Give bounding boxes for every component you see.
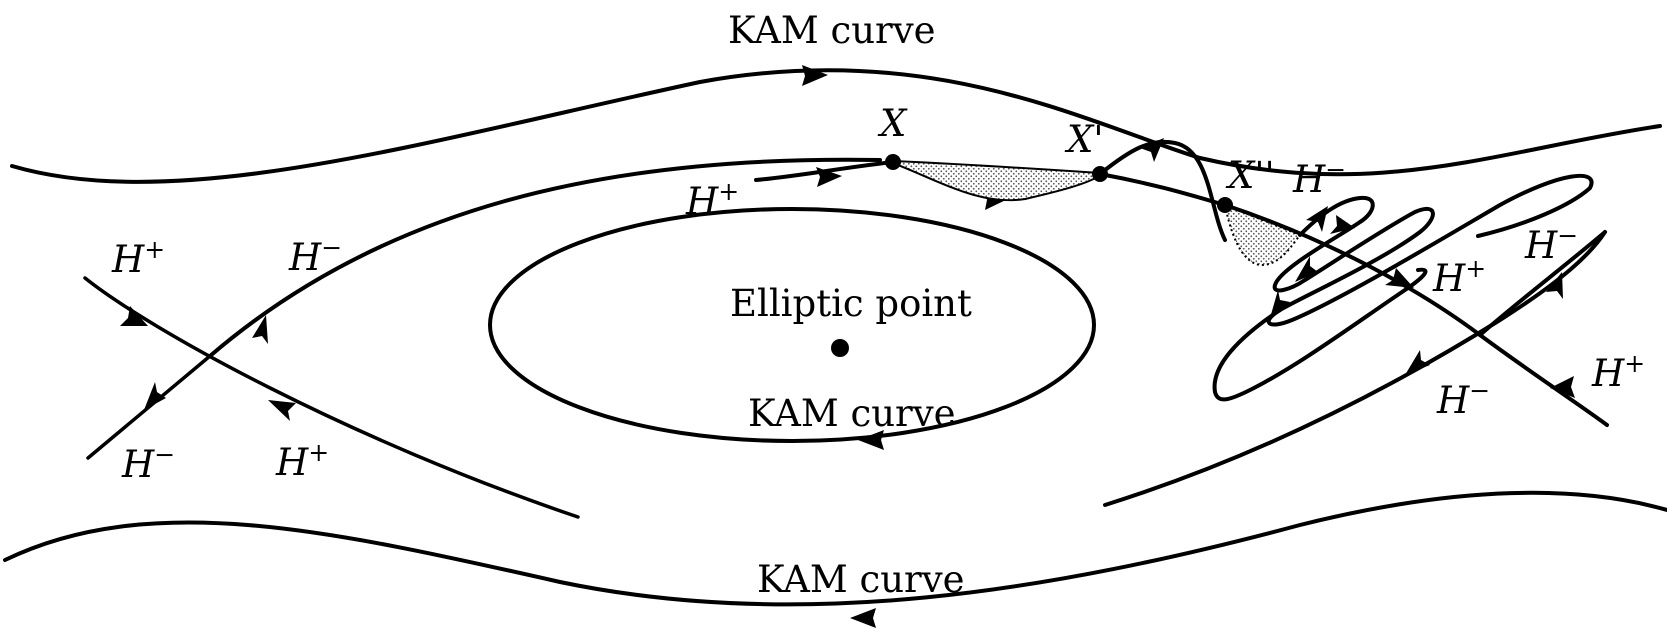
kam-curve-bottom bbox=[3, 490, 1667, 607]
tangle-long-fold bbox=[1212, 267, 1428, 402]
right-unstable-manifold bbox=[1103, 230, 1607, 507]
arrow-h-plus-lowright bbox=[1550, 376, 1575, 398]
label-h-plus-left-upper: H+ bbox=[111, 235, 165, 281]
kam-curve-inner bbox=[488, 207, 1096, 443]
label-h-minus-left-upper: H− bbox=[288, 233, 342, 279]
arrow-tangle-4 bbox=[1270, 290, 1290, 318]
left-outer-separatrix bbox=[208, 157, 882, 358]
label-h-plus-left-lower: H+ bbox=[275, 438, 329, 484]
arrow-left-h-minus-out bbox=[144, 382, 166, 410]
label-x-double-prime: X'' bbox=[1225, 154, 1275, 197]
arrow-tangle-1 bbox=[1306, 206, 1328, 232]
label-kam-inner: KAM curve bbox=[748, 392, 956, 435]
label-h-minus-left-lower: H− bbox=[121, 440, 175, 486]
arrow-h-plus-top bbox=[816, 167, 842, 187]
arrow-h-minus-right-up bbox=[1546, 272, 1563, 299]
arrow-inner-kam bbox=[858, 430, 884, 450]
left-stable-manifold bbox=[83, 276, 580, 519]
x-double-prime-continuation bbox=[1098, 172, 1227, 207]
label-kam-bottom: KAM curve bbox=[757, 558, 965, 601]
point-x-prime bbox=[1092, 166, 1108, 182]
label-h-plus-right-lower: H+ bbox=[1591, 349, 1645, 395]
kam-curve-top bbox=[10, 68, 1662, 184]
arrow-h-minus-right-low bbox=[1405, 350, 1430, 375]
right-lower-branch bbox=[1478, 230, 1607, 337]
label-h-plus-right-mid: H+ bbox=[1432, 254, 1486, 300]
label-h-minus-right-lower: H− bbox=[1436, 376, 1490, 422]
label-h-minus-right-upper: H− bbox=[1524, 221, 1578, 267]
right-stable-manifold bbox=[1223, 203, 1609, 427]
label-h-minus-top: H− bbox=[1292, 155, 1346, 201]
arrow-left-h-plus-lower bbox=[268, 400, 296, 421]
elliptic-point-dot bbox=[831, 339, 849, 357]
arrow-tangle-2 bbox=[1330, 215, 1355, 234]
label-kam-top: KAM curve bbox=[728, 9, 936, 52]
shaded-lobe-second bbox=[1223, 203, 1302, 267]
arrow-bottom-kam bbox=[850, 608, 876, 628]
label-x: X bbox=[877, 102, 908, 145]
label-h-plus-top: H+ bbox=[685, 177, 739, 223]
point-x-double-prime bbox=[1217, 197, 1233, 213]
point-x bbox=[885, 154, 901, 170]
arrow-top-kam bbox=[802, 65, 828, 86]
arrow-tangle-3 bbox=[1295, 256, 1318, 282]
arrow-h-plus-right bbox=[1385, 268, 1414, 288]
shaded-lobe bbox=[893, 162, 1100, 200]
arrow-wave-up bbox=[1140, 138, 1164, 162]
label-elliptic-point: Elliptic point bbox=[730, 282, 972, 325]
unstable-manifold-wave bbox=[1098, 140, 1227, 242]
label-x-prime: X' bbox=[1064, 118, 1104, 161]
arrow-left-h-plus-in bbox=[120, 306, 148, 326]
arrow-left-h-minus-up bbox=[252, 315, 268, 344]
